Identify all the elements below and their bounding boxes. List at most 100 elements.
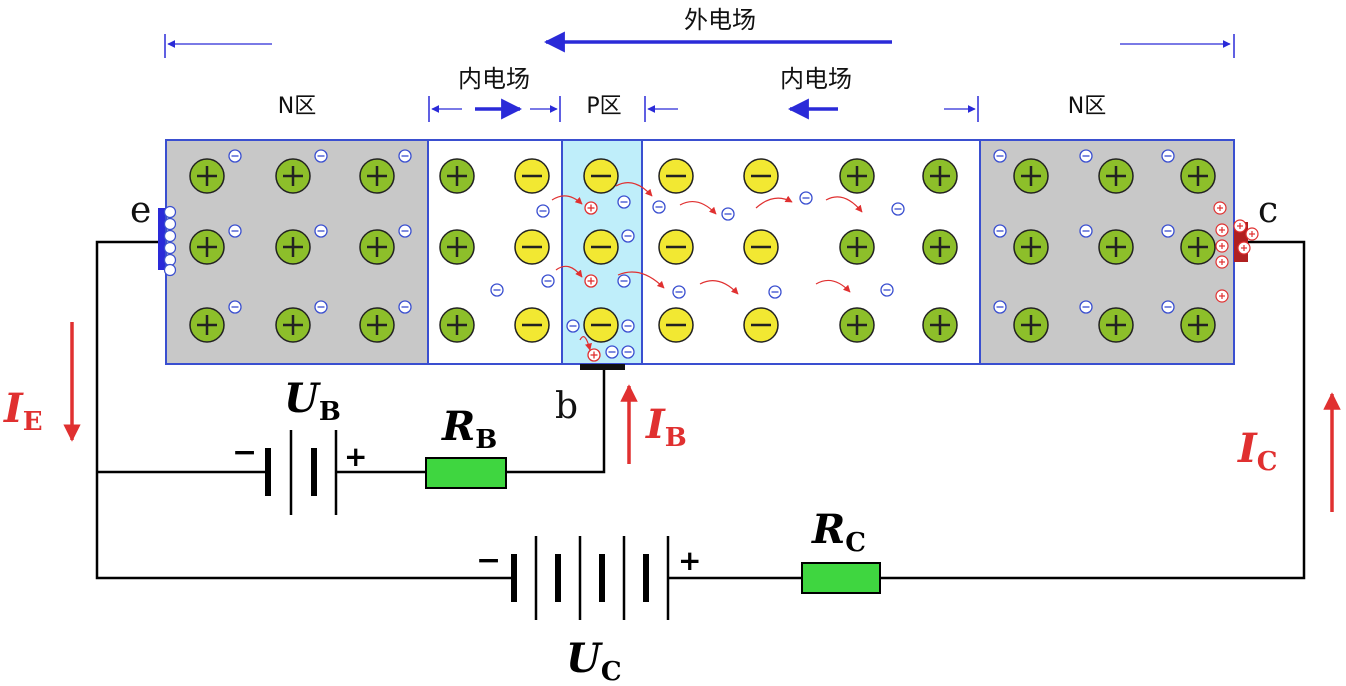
positive-ion bbox=[1098, 158, 1134, 194]
collector-contact bbox=[1213, 201, 1259, 303]
free-electron bbox=[652, 200, 666, 214]
free-electron bbox=[536, 204, 550, 218]
n-region-left-label: N区 bbox=[278, 94, 316, 119]
carrier-path-arrow bbox=[617, 271, 665, 289]
free-electron bbox=[314, 224, 328, 238]
positive-ion bbox=[359, 158, 395, 194]
positive-ion bbox=[439, 158, 475, 194]
free-electron bbox=[398, 300, 412, 314]
free-electron bbox=[617, 195, 631, 209]
positive-ion bbox=[922, 229, 958, 265]
carrier-path-arrow bbox=[615, 182, 653, 197]
p-region-label: P区 bbox=[586, 94, 621, 119]
negative-ion bbox=[743, 229, 779, 265]
base-contact bbox=[580, 364, 625, 370]
positive-ion bbox=[922, 158, 958, 194]
uc-plus-sign: + bbox=[678, 544, 701, 577]
free-electron bbox=[621, 319, 635, 333]
resistor-rc bbox=[801, 562, 881, 594]
terminal-b-label: b bbox=[555, 386, 578, 427]
terminal-c-label: c bbox=[1258, 190, 1278, 231]
free-electron bbox=[398, 224, 412, 238]
free-electron bbox=[880, 283, 894, 297]
free-electron bbox=[621, 229, 635, 243]
hole bbox=[584, 274, 598, 288]
ub-label: UB bbox=[284, 375, 341, 427]
negative-ion bbox=[743, 158, 779, 194]
ie-label: IE bbox=[3, 385, 43, 437]
free-electron bbox=[891, 202, 905, 216]
n-region-right-label: N区 bbox=[1068, 94, 1106, 119]
positive-ion bbox=[1013, 158, 1049, 194]
carrier-path-arrow bbox=[755, 195, 793, 209]
free-electron bbox=[721, 207, 735, 221]
free-electron bbox=[799, 191, 813, 205]
free-electron bbox=[1161, 149, 1175, 163]
positive-ion bbox=[275, 307, 311, 343]
negative-ion bbox=[583, 229, 619, 265]
carrier-path-arrow bbox=[551, 195, 583, 205]
positive-ion bbox=[275, 158, 311, 194]
free-electron bbox=[768, 285, 782, 299]
positive-ion bbox=[439, 307, 475, 343]
negative-ion bbox=[658, 307, 694, 343]
free-electron bbox=[621, 345, 635, 359]
free-electron bbox=[617, 274, 631, 288]
positive-ion bbox=[275, 229, 311, 265]
free-electron bbox=[1161, 300, 1175, 314]
battery-uc bbox=[511, 536, 670, 620]
free-electron bbox=[566, 319, 580, 333]
free-electron bbox=[398, 149, 412, 163]
negative-ion bbox=[583, 307, 619, 343]
carrier-path-arrow bbox=[555, 265, 583, 278]
free-electron bbox=[1161, 224, 1175, 238]
circuit-wires bbox=[95, 240, 1306, 580]
positive-ion bbox=[1180, 307, 1216, 343]
negative-ion bbox=[743, 307, 779, 343]
positive-ion bbox=[1098, 229, 1134, 265]
positive-ion bbox=[439, 229, 475, 265]
negative-ion bbox=[658, 158, 694, 194]
free-electron bbox=[993, 149, 1007, 163]
ib-label: IB bbox=[645, 401, 687, 453]
free-electron bbox=[228, 224, 242, 238]
negative-ion bbox=[514, 307, 550, 343]
carrier-path-arrow bbox=[815, 279, 851, 293]
positive-ion bbox=[839, 158, 875, 194]
negative-ion bbox=[658, 229, 694, 265]
resistor-rb bbox=[425, 457, 507, 489]
ub-minus-sign: − bbox=[232, 435, 257, 470]
free-electron bbox=[672, 285, 686, 299]
emitter-contact bbox=[158, 205, 177, 277]
free-electron bbox=[993, 300, 1007, 314]
rb-label: RB bbox=[441, 403, 497, 455]
positive-ion bbox=[1180, 229, 1216, 265]
positive-ion bbox=[1013, 229, 1049, 265]
external-field-label: 外电场 bbox=[684, 6, 756, 34]
positive-ion bbox=[189, 229, 225, 265]
positive-ion bbox=[189, 158, 225, 194]
free-electron bbox=[541, 274, 555, 288]
free-electron bbox=[314, 300, 328, 314]
negative-ion bbox=[583, 158, 619, 194]
negative-ion bbox=[514, 229, 550, 265]
free-electron bbox=[228, 149, 242, 163]
uc-minus-sign: − bbox=[476, 543, 501, 578]
internal-field-left-label: 内电场 bbox=[458, 65, 530, 93]
free-electron bbox=[1079, 149, 1093, 163]
carrier-path-arrow bbox=[679, 200, 717, 215]
carrier-path-arrow bbox=[579, 336, 592, 351]
internal-field-right-label: 内电场 bbox=[780, 65, 852, 93]
positive-ion bbox=[189, 307, 225, 343]
negative-ion bbox=[514, 158, 550, 194]
positive-ion bbox=[359, 229, 395, 265]
positive-ion bbox=[922, 307, 958, 343]
positive-ion bbox=[839, 229, 875, 265]
free-electron bbox=[314, 149, 328, 163]
hole bbox=[584, 201, 598, 215]
terminal-e-label: e bbox=[130, 190, 151, 231]
ic-label: IC bbox=[1237, 425, 1277, 477]
positive-ion bbox=[1013, 307, 1049, 343]
ion-layer bbox=[189, 158, 1216, 343]
